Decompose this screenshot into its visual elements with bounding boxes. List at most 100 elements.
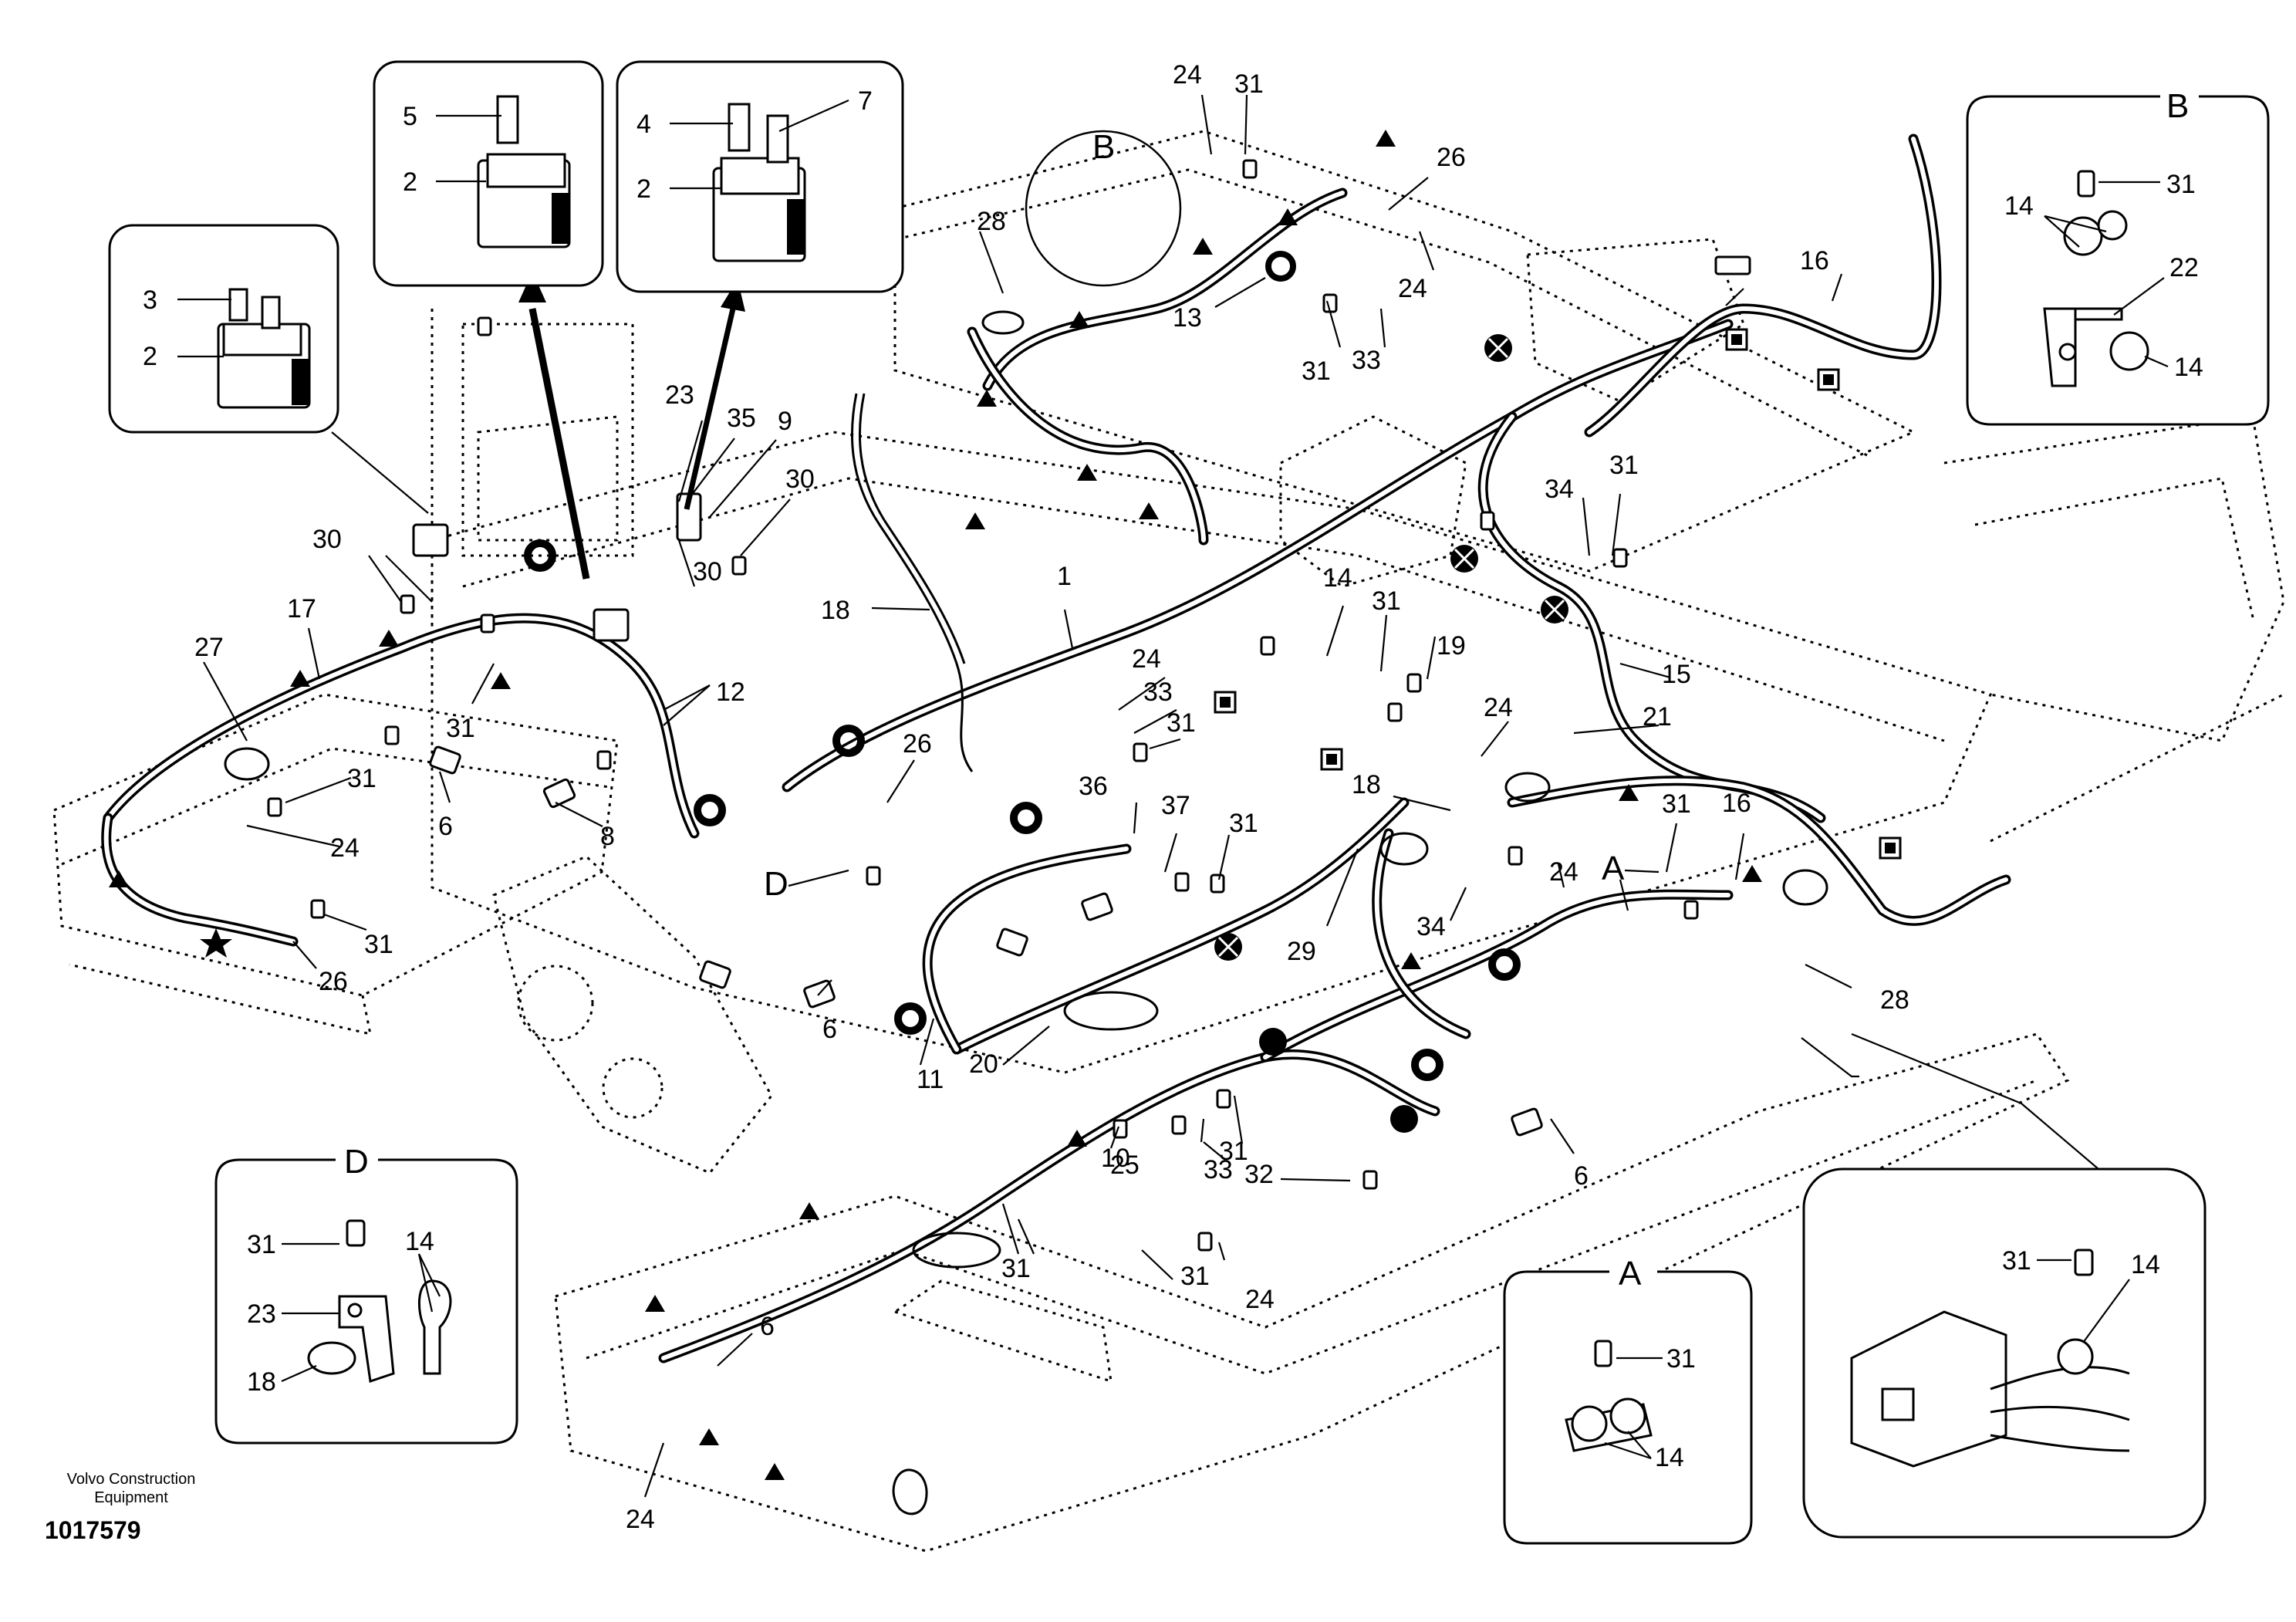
footer-brand-line2: Equipment xyxy=(94,1489,168,1506)
part-label: 33 xyxy=(1204,1155,1233,1184)
part-label: 31 xyxy=(1372,586,1401,616)
part-label: 31 xyxy=(1229,809,1258,838)
part-label: 31 xyxy=(1180,1262,1210,1291)
detail-a-label-31: 31 xyxy=(1666,1344,1696,1374)
part-label: 33 xyxy=(1352,346,1381,375)
part-label: 30 xyxy=(312,525,342,554)
marker-a: A xyxy=(1602,850,1625,887)
part-label: 10 xyxy=(1101,1144,1130,1173)
clamp-icon xyxy=(1565,1340,1653,1452)
detail-d-letter: D xyxy=(344,1143,369,1181)
part-label: 31 xyxy=(347,764,376,793)
detail-b-letter: B xyxy=(2166,87,2189,125)
detail-b-inset: B 31 14 22 14 xyxy=(1966,87,2270,426)
part-label: 31 xyxy=(446,714,475,743)
inset-relay-3-label-3: 3 xyxy=(143,286,157,315)
part-label: 24 xyxy=(1173,60,1202,90)
part-label: 29 xyxy=(1287,937,1316,966)
part-label: 8 xyxy=(600,822,615,851)
part-label: 1 xyxy=(1057,562,1072,591)
inset-relay-5-label-5: 5 xyxy=(403,102,417,131)
machine-frame xyxy=(52,130,2285,1553)
detail-valve-label-14: 14 xyxy=(2131,1250,2160,1279)
part-label: 26 xyxy=(1437,143,1466,172)
detail-d-label-14: 14 xyxy=(405,1227,434,1256)
inset-relay-5-label-2: 2 xyxy=(403,167,417,197)
part-label: 24 xyxy=(1549,857,1578,887)
part-label: 24 xyxy=(1484,693,1513,722)
part-label: 28 xyxy=(1880,985,1909,1015)
footer-brand: Volvo Construction Equipment xyxy=(31,1470,231,1507)
detail-valve-inset: 31 14 xyxy=(1802,1032,2207,1539)
part-label: 19 xyxy=(1437,631,1466,661)
part-label: 31 xyxy=(364,930,393,959)
part-label: 6 xyxy=(438,812,453,841)
part-label: 16 xyxy=(1722,789,1751,818)
detail-valve-label-31: 31 xyxy=(2002,1246,2031,1276)
part-label: 6 xyxy=(822,1015,837,1044)
bracket-icon xyxy=(307,1219,452,1383)
part-label: 31 xyxy=(1219,1137,1248,1166)
relay-icon xyxy=(712,103,806,262)
part-label: 18 xyxy=(1352,770,1381,799)
part-label: 18 xyxy=(821,596,850,625)
detail-a-letter: A xyxy=(1619,1255,1642,1293)
detail-b-label-14b: 14 xyxy=(2174,353,2203,382)
part-label: 31 xyxy=(1167,708,1196,738)
part-label: 34 xyxy=(1545,475,1574,504)
marker-d: D xyxy=(764,865,788,903)
part-label: 31 xyxy=(1234,69,1264,99)
part-label: 9 xyxy=(778,407,792,436)
part-label: 31 xyxy=(1302,357,1331,386)
inset-relay-4-label-7: 7 xyxy=(858,86,873,116)
part-label: 21 xyxy=(1643,702,1672,732)
detail-b-label-22: 22 xyxy=(2169,253,2199,282)
document-number: 1017579 xyxy=(45,1516,141,1544)
part-label: 12 xyxy=(716,678,745,707)
part-label: 13 xyxy=(1173,303,1202,333)
part-label: 27 xyxy=(194,633,224,662)
inset-relay-3: 3 2 xyxy=(108,224,339,434)
detail-d-inset: D 31 14 23 18 xyxy=(214,1143,518,1445)
part-label: 24 xyxy=(1132,644,1161,674)
inset-relay-4-label-2: 2 xyxy=(636,174,651,204)
connectors xyxy=(412,255,1751,1516)
leader-lines xyxy=(203,94,1859,1498)
part-label: 6 xyxy=(1574,1161,1589,1191)
legend-symbols xyxy=(109,130,1902,1480)
clamp-icon xyxy=(2043,170,2149,387)
detail-d-label-31: 31 xyxy=(247,1230,276,1259)
part-label: 26 xyxy=(903,729,932,759)
inset-relay-4-7: 4 7 2 xyxy=(616,60,904,293)
part-label: 24 xyxy=(330,833,360,863)
square-symbol xyxy=(1214,328,1902,860)
part-label: 30 xyxy=(785,465,815,494)
part-label: 31 xyxy=(1609,451,1639,480)
footer-brand-line1: Volvo Construction xyxy=(66,1471,196,1488)
star-symbol xyxy=(200,928,232,958)
part-label: 37 xyxy=(1161,791,1190,820)
part-label: 36 xyxy=(1079,772,1108,801)
clamp-rings xyxy=(224,310,1828,1269)
part-label: 32 xyxy=(1244,1160,1274,1189)
part-label: 33 xyxy=(1143,678,1173,707)
part-label: 15 xyxy=(1662,660,1691,689)
part-label: 28 xyxy=(977,207,1006,236)
crossed-circle-symbol xyxy=(1214,334,1568,961)
part-label: 16 xyxy=(1800,246,1829,275)
part-label: 11 xyxy=(917,1065,944,1094)
callout-arrows xyxy=(331,272,745,580)
detail-a-label-14: 14 xyxy=(1655,1443,1684,1472)
inset-relay-5: 5 2 xyxy=(373,60,604,287)
detail-a-inset: A 31 14 xyxy=(1503,1255,1753,1545)
part-label: 17 xyxy=(287,594,316,623)
part-label: 24 xyxy=(1245,1285,1275,1314)
part-label: 31 xyxy=(1001,1254,1031,1283)
part-label: 6 xyxy=(760,1312,775,1341)
relay-icon xyxy=(217,288,311,409)
detail-b-label-31: 31 xyxy=(2166,170,2196,199)
part-label: 31 xyxy=(1662,789,1691,819)
detail-d-label-23: 23 xyxy=(247,1299,276,1329)
part-label: 24 xyxy=(626,1505,655,1534)
